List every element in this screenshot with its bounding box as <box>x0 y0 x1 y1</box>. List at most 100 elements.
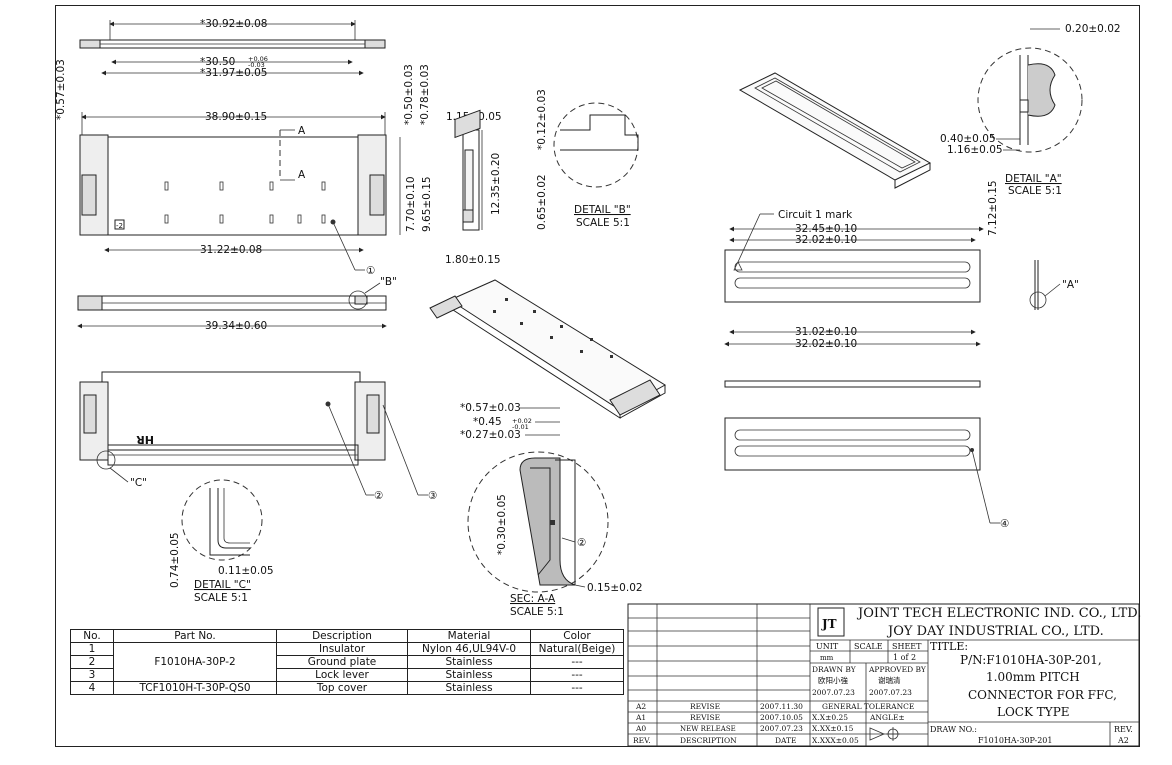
scale-label: SCALE <box>854 642 883 651</box>
drawn-by: 欧阳小強 <box>818 675 848 685</box>
balloon-4: ④ <box>1000 518 1009 530</box>
dim-a-top: 0.20±0.02 <box>1065 23 1121 35</box>
general-tolerance: GENERAL TOLERANCE <box>822 702 914 711</box>
section-a-top: A <box>298 125 306 137</box>
table-row: 1 F1010HA-30P-2 Insulator Nylon 46,UL94V… <box>70 642 624 682</box>
hr-mark: HR <box>136 433 154 446</box>
dim-cover-3: 31.02±0.10 <box>795 326 857 338</box>
tol-3: X.XXX±0.05 <box>812 736 859 745</box>
iso-view-main <box>429 109 666 419</box>
rev-header-date: DATE <box>775 736 797 745</box>
dim-height-1: 7.70±0.10 <box>405 176 417 232</box>
bom-cell-desc: Ground plate <box>276 655 408 669</box>
approved-date: 2007.07.23 <box>869 688 912 697</box>
cover-side-view: "A" <box>1029 260 1079 310</box>
dim-cover-4: 32.02±0.10 <box>795 338 857 350</box>
detail-a-title: DETAIL "A" <box>1005 173 1062 185</box>
unit-label: UNIT <box>816 642 839 651</box>
detail-a-scale: SCALE 5:1 <box>1008 185 1062 197</box>
bom-cell-desc: Lock lever <box>276 668 408 682</box>
bom-cell-color: Natural(Beige) <box>530 642 624 656</box>
table-row: 4 TCF1010H-T-30P-QS0 Top cover Stainless… <box>70 681 624 695</box>
dim-inner-tol-dn: -0.03 <box>248 61 265 69</box>
balloon-1: ① <box>366 265 375 277</box>
bom-cell-color: --- <box>530 655 624 669</box>
sec-aa-scale: SCALE 5:1 <box>510 606 564 618</box>
dim-cover-2: 32.02±0.10 <box>795 234 857 246</box>
side-view: 1.15±0.05 12.35±0.20 1.80±0.15 <box>445 111 502 266</box>
dim-cover-1: 32.45±0.10 <box>795 223 857 235</box>
unit-value: mm <box>820 654 834 662</box>
title-label: TITLE: <box>930 640 968 653</box>
detail-b-title: DETAIL "B" <box>574 204 631 216</box>
callout-b: "B" <box>380 276 397 288</box>
title-line-1: P/N:F1010HA-30P-201, <box>960 653 1102 667</box>
title-line-3: CONNECTOR FOR FFC, <box>968 688 1117 702</box>
bom-cell-material: Stainless <box>407 681 531 695</box>
sheet-value: 1 of 2 <box>893 653 916 662</box>
rev-row-1-date: 2007.11.30 <box>760 702 803 711</box>
title-line-2: 1.00mm PITCH <box>986 670 1080 684</box>
rev-row-3-rev: A0 <box>635 724 646 733</box>
dim-sec-3: *0.27±0.03 <box>460 429 521 441</box>
section-aa: *0.57±0.03 *0.45 +0.02 -0.01 *0.27±0.03 … <box>460 402 643 618</box>
tol-2: X.XX±0.15 <box>812 724 854 733</box>
company-name-1: JOINT TECH ELECTRONIC IND. CO., LTD. <box>856 606 1141 621</box>
bom-cell-material: Stainless <box>407 655 531 669</box>
section-a-bottom: A <box>298 169 306 181</box>
bom-cell-no: 3 <box>70 668 114 682</box>
bom-col-material: Material <box>407 629 531 643</box>
dim-inner-tol-up: +0.06 <box>248 55 268 63</box>
company-logo: JT <box>821 617 837 631</box>
front-view: 38.90±0.15 -2 A A 31.22±0.08 ① 7. <box>79 111 433 277</box>
rev-header-rev: REV. <box>633 736 651 745</box>
approved-by: 谢瑞清 <box>878 675 901 685</box>
cover-iso-view <box>738 72 932 189</box>
dim-side-bottom: 1.80±0.15 <box>445 254 501 266</box>
dim-left-height: *0.57±0.03 <box>55 59 67 120</box>
dim-right-h2: *0.78±0.03 <box>419 64 431 125</box>
approved-by-label: APPROVED BY <box>868 665 927 674</box>
bom-header: No. Part No. Description Material Color <box>70 629 624 643</box>
dim-c-height: 0.74±0.05 <box>169 532 181 588</box>
dim-total-width: 38.90±0.15 <box>205 111 267 123</box>
long-side-view: "B" 39.34±0.60 <box>77 276 397 332</box>
dim-sec-1: *0.57±0.03 <box>460 402 521 414</box>
rev-header-desc: DESCRIPTION <box>680 736 737 745</box>
draw-no: F1010HA-30P-201 <box>978 736 1052 745</box>
bom-cell-desc: Top cover <box>276 681 408 695</box>
dim-b-height: *0.12±0.03 <box>536 89 548 150</box>
balloon-2-section: ② <box>577 537 586 549</box>
top-strip-view: *30.92±0.08 *30.50 +0.06 -0.03 *31.97±0.… <box>55 18 431 125</box>
bom-cell-no: 2 <box>70 655 114 669</box>
dim-sec-2-tol-dn: -0.01 <box>512 423 529 431</box>
rev-row-2-desc: REVISE <box>690 713 720 722</box>
cover-bottom-view: ④ <box>724 380 1009 530</box>
rev-row-3-desc: NEW RELEASE <box>680 725 736 733</box>
bom-cell-material: Nylon 46,UL94V-0 <box>407 642 531 656</box>
dim-c-gap: 0.11±0.05 <box>218 565 274 577</box>
rev-row-1-desc: REVISE <box>690 702 720 711</box>
bom-col-part: Part No. <box>113 629 277 643</box>
rev-row-2-date: 2007.10.05 <box>760 713 803 722</box>
rev-row-2-rev: A1 <box>635 713 646 722</box>
table-row: 3 Lock lever Stainless --- <box>70 668 624 682</box>
bom-cell-no: 1 <box>70 642 114 656</box>
company-name-2: JOY DAY INDUSTRIAL CO., LTD. <box>886 624 1104 639</box>
bom-col-no: No. <box>70 629 114 643</box>
detail-a: 0.20±0.02 0.40±0.05 1.16±0.05 DETAIL "A"… <box>940 23 1121 197</box>
pin-mark: -2 <box>116 222 123 230</box>
title-line-4: LOCK TYPE <box>997 705 1070 719</box>
detail-b: *0.12±0.03 0.65±0.02 DETAIL "B" SCALE 5:… <box>536 89 639 230</box>
dim-a-2: 1.16±0.05 <box>947 144 1003 156</box>
dim-a-1: 0.40±0.05 <box>940 133 996 145</box>
bom-cell-part: TCF1010H-T-30P-QS0 <box>113 681 277 695</box>
dim-inner-width: *30.50 <box>200 56 235 68</box>
sheet-label: SHEET <box>892 642 922 651</box>
balloon-3: ③ <box>428 490 437 502</box>
callout-a: "A" <box>1062 279 1079 291</box>
dim-cover-height: 7.12±0.15 <box>987 180 999 236</box>
callout-c: "C" <box>130 477 147 489</box>
drawn-by-label: DRAWN BY <box>812 665 857 674</box>
dim-pitch-width: 31.22±0.08 <box>200 244 262 256</box>
